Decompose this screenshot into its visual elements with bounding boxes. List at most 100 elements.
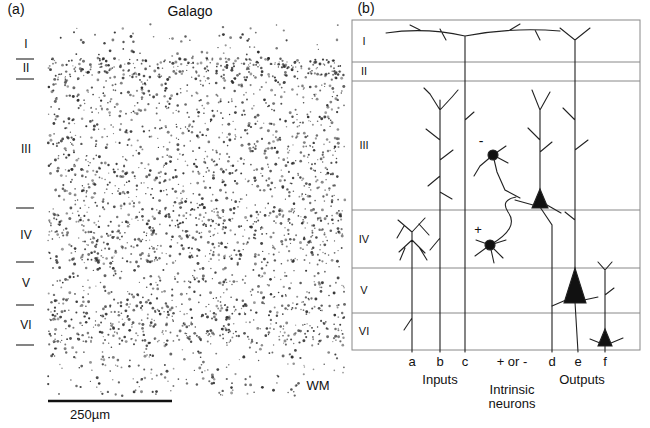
cell-body (282, 158, 285, 161)
cell-body (249, 27, 251, 29)
cell-body (270, 89, 273, 92)
cell-body (215, 150, 217, 152)
cell-body (165, 127, 166, 128)
cell-body (203, 208, 204, 209)
cell-body (323, 63, 325, 65)
cell-body (171, 37, 174, 40)
cell-body (182, 230, 184, 232)
cell-body (92, 170, 94, 172)
cell-body (235, 254, 237, 256)
cell-body (200, 84, 201, 85)
cell-body (243, 94, 245, 96)
cell-body (139, 52, 141, 54)
cell-body (104, 274, 107, 277)
cell-body (169, 61, 171, 63)
cell-body (278, 209, 281, 212)
cell-body (343, 303, 346, 306)
cell-body (287, 220, 289, 222)
cell-body (119, 110, 122, 113)
cell-body (333, 91, 335, 93)
cell-body (167, 131, 170, 134)
cell-body (79, 207, 81, 209)
cell-body (312, 235, 314, 237)
cell-body (96, 205, 98, 207)
cell-body (324, 111, 327, 114)
cell-body (255, 221, 257, 223)
cell-body (288, 191, 290, 193)
cell-body (291, 68, 294, 71)
cell-body (284, 179, 286, 181)
cell-body (196, 182, 199, 185)
cell-body (246, 99, 248, 101)
cell-body (271, 109, 273, 111)
cell-body (205, 151, 207, 153)
cell-body (230, 221, 231, 222)
cell-body (205, 162, 207, 164)
cell-body (188, 280, 190, 282)
cell-body (235, 128, 237, 130)
cell-body (136, 90, 138, 92)
cell-body (102, 57, 105, 60)
cell-body (175, 225, 177, 227)
cell-body (317, 264, 319, 266)
cell-body (117, 229, 120, 232)
cell-body (119, 192, 122, 195)
cell-body (169, 179, 171, 181)
cell-body (303, 155, 306, 158)
cell-body (281, 263, 283, 265)
cell-body (206, 156, 208, 158)
cell-body (85, 125, 87, 127)
cell-body (258, 274, 260, 276)
cell-body (182, 221, 184, 223)
cell-body (217, 200, 218, 201)
cell-body (238, 73, 240, 75)
cell-body (135, 76, 137, 78)
cell-body (207, 219, 210, 222)
cell-body (171, 300, 172, 301)
cell-body (227, 243, 228, 244)
cell-body (216, 66, 218, 68)
cell-body (332, 59, 334, 61)
cell-body (64, 81, 67, 84)
cell-body (292, 162, 295, 165)
cell-body (319, 259, 321, 261)
cell-body (343, 285, 345, 287)
cell-body (207, 241, 210, 244)
cell-body (238, 250, 241, 253)
cell-body (278, 66, 279, 67)
cell-body (132, 73, 134, 75)
cell-body (107, 164, 109, 166)
cell-body (166, 194, 168, 196)
cell-body (215, 82, 218, 85)
cell-body (138, 201, 140, 203)
cell-body (182, 154, 184, 156)
cell-body (288, 233, 290, 235)
cell-body (86, 155, 87, 156)
cell-body (274, 76, 276, 78)
cell-body (247, 129, 248, 130)
cell-body (174, 201, 177, 204)
cell-body (183, 145, 185, 147)
cell-body (340, 219, 342, 221)
cell-body (308, 187, 309, 188)
cell-body (212, 253, 215, 256)
cell-body (292, 122, 294, 124)
cell-body (310, 236, 312, 238)
cell-body (334, 76, 337, 79)
cell-body (237, 160, 238, 161)
cell-body (183, 58, 185, 60)
cell-body (250, 63, 251, 64)
cell-body (331, 108, 333, 110)
cell-body (329, 285, 331, 287)
cell-body (305, 194, 306, 195)
cell-body (299, 176, 301, 178)
cell-body (137, 102, 139, 104)
cell-body (58, 74, 59, 75)
cell-body (283, 286, 285, 288)
cell-body (231, 98, 233, 100)
cell-body (254, 76, 257, 79)
cell-body (314, 61, 317, 64)
cell-body (163, 180, 165, 182)
cell-body (337, 137, 340, 140)
cell-body (195, 165, 197, 167)
